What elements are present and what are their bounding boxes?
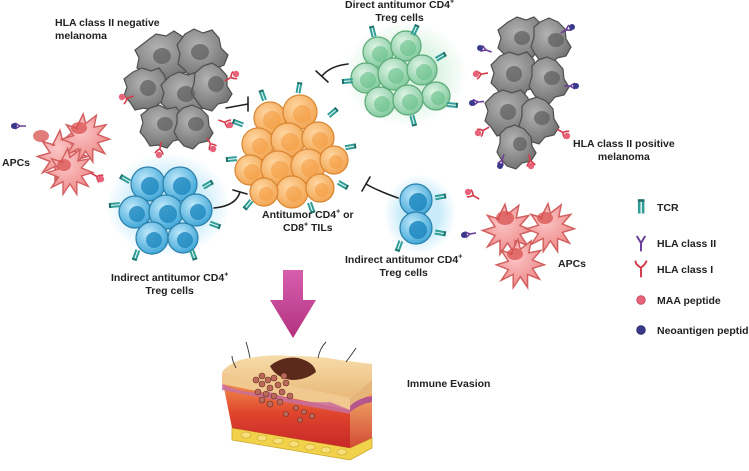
neoantigen-peptide-icon [636,325,646,335]
legend-item-hla-class-ii: HLA class II [657,238,717,250]
hla2-negative-melanoma-cluster [118,28,240,159]
down-arrow [270,270,316,338]
inhibit-arrow-melanoma-to-til [225,96,249,112]
legend-item-neoantigen-peptide: Neoantigen peptide [657,325,749,337]
direct-treg-cluster [341,22,467,127]
inhibit-arrow-indirect-right-to-til [361,176,399,199]
legend-icons [634,199,648,335]
indirect-treg-cluster-left [106,153,230,262]
legend-item-tcr: TCR [657,202,679,214]
til-cluster [225,81,357,214]
indirect-treg-cluster-right [384,174,456,254]
indirect-treg-left-label: Indirect antitumor CD4+ Treg cells [111,271,229,297]
indirect-treg-right-label: Indirect antitumor CD4+ Treg cells [345,253,463,279]
direct-treg-label: Direct antitumor CD4+ Treg cells [345,0,455,24]
maa-peptide-icon [636,295,646,305]
legend-item-maa-peptide: MAA peptide [657,295,721,307]
skin-cross-section [222,341,373,461]
tcr-icon [637,199,645,214]
hla2-negative-label: HLA class II negative melanoma [55,17,160,42]
hla2-positive-label: HLA class II positive melanoma [573,138,675,163]
legend-item-hla-class-i: HLA class I [657,264,714,276]
tils-label: Antitumor CD4+ or CD8+ TILs [262,208,354,234]
inhibition-arrows [213,63,399,209]
apc-cluster-right [461,188,577,290]
inhibit-arrow-direct-treg-to-til [315,63,349,83]
apc-cluster-left [11,111,112,197]
apcs-left-label: APCs [2,157,31,169]
inhibit-arrow-indirect-left-to-til [213,189,248,209]
apcs-right-label: APCs [558,258,587,270]
hla-class-ii-icon [635,235,647,252]
immune-evasion-label: Immune Evasion [407,378,491,390]
hla-class-i-icon [634,260,648,278]
hla2-positive-melanoma-cluster [469,16,579,170]
